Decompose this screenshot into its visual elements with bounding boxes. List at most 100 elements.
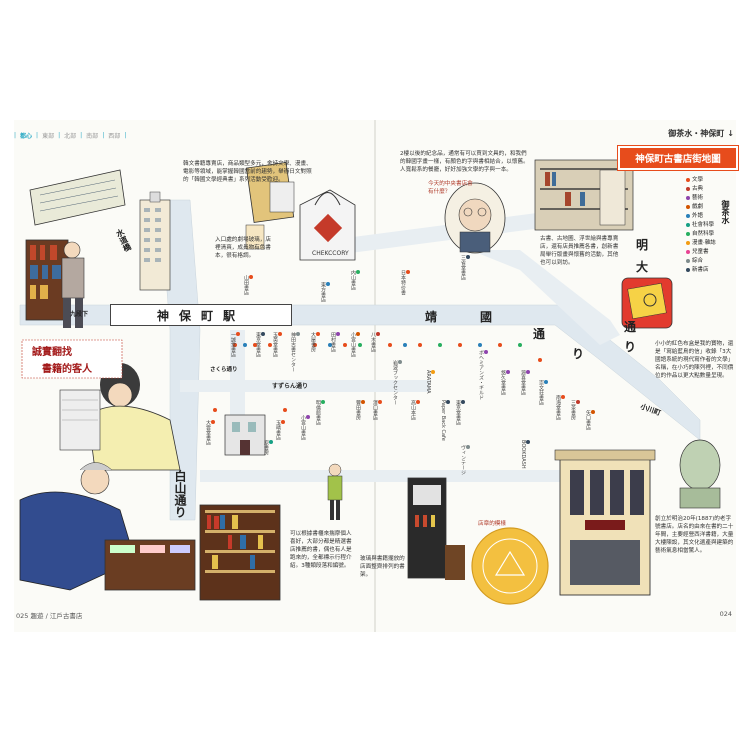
legend-dot-icon bbox=[686, 222, 690, 227]
street-ochanomizu: 御茶水 bbox=[721, 200, 730, 224]
shop-label[interactable]: ボヘミアンズ・ギルド bbox=[478, 350, 488, 400]
street-kudanshita: 九段下 bbox=[70, 311, 89, 318]
bookstand-illustration bbox=[29, 169, 126, 226]
building-tall-illustration bbox=[139, 191, 171, 291]
bookshelf-interior-illustration bbox=[199, 504, 281, 601]
shop-label[interactable]: 岩波ブックセンター bbox=[392, 360, 402, 405]
legend-dot-icon bbox=[686, 231, 690, 236]
shop-label[interactable]: 田村書店 bbox=[330, 332, 340, 352]
man-crouching-illustration bbox=[19, 462, 196, 591]
legend-dot-icon bbox=[686, 258, 690, 263]
street-yasukuni-1: 靖 bbox=[425, 310, 438, 324]
shop-label[interactable]: 山田書店 bbox=[243, 275, 253, 295]
shop-label[interactable]: ARATAMA bbox=[425, 370, 435, 394]
shop-label[interactable]: 一誠堂書店 bbox=[230, 332, 240, 357]
shop-label[interactable]: 矢口書店 bbox=[585, 410, 595, 430]
shop-label[interactable]: 高山本店 bbox=[410, 400, 420, 420]
note-entrance: 入口處的劇場玻璃，店裡清爽，成員物有色書本，很有格調。 bbox=[215, 237, 271, 259]
page-gutter bbox=[374, 120, 376, 632]
right-top-bookshelf-illustration bbox=[534, 159, 634, 231]
road-meidai bbox=[470, 250, 620, 345]
shop-label[interactable]: 豐田書房 bbox=[355, 400, 365, 420]
legend-item: 藝術 bbox=[686, 194, 716, 203]
shop-stamp-illustration bbox=[471, 527, 549, 605]
note-right-middle: 古書、古地圖、浮世繪與書專賣店，還有店員推薦各書，創新書局舉行版畫與懷舊的活動，… bbox=[540, 236, 619, 266]
street-meidai-3: 通 bbox=[624, 320, 637, 334]
jimbocho-station-label: 神保町駅 bbox=[110, 304, 292, 326]
shop-label[interactable]: 玉英堂書店 bbox=[272, 332, 282, 357]
legend-item: 社會科學 bbox=[686, 221, 716, 230]
shop-label[interactable]: 東京堂書店 bbox=[455, 400, 465, 425]
nav-item-west[interactable]: 西部 bbox=[108, 132, 121, 140]
shop-label[interactable]: 小宮山書店 bbox=[300, 415, 310, 440]
category-legend: 文學 古典 藝術 戲劇 外語 社會科學 自然科學 漫畫‧雜誌 兒童書 綜合 新書… bbox=[686, 176, 716, 275]
historic-bookstore-building-illustration bbox=[554, 449, 656, 596]
stamp-label: 店章的模樣 bbox=[478, 521, 506, 527]
small-shop-illustration bbox=[224, 414, 266, 456]
shop-label[interactable]: 大屋書房 bbox=[310, 332, 320, 352]
arrow-down-icon: ↓ bbox=[727, 129, 734, 138]
shop-label[interactable]: 悠久堂書店 bbox=[500, 370, 510, 395]
road-lower bbox=[200, 470, 560, 482]
svg-text:CHEKCCORY: CHEKCCORY bbox=[312, 250, 349, 257]
shop-label[interactable]: 源喜堂書店 bbox=[520, 370, 530, 395]
shop-label[interactable]: 玉晴書店 bbox=[275, 420, 285, 440]
standing-man-illustration bbox=[61, 241, 85, 328]
shop-label[interactable]: 三茶書房 bbox=[570, 400, 580, 420]
legend-dot-icon bbox=[686, 267, 690, 272]
street-meidai-4: り bbox=[624, 340, 637, 354]
legend-dot-icon bbox=[686, 177, 690, 182]
shop-label[interactable]: 神田古書センター bbox=[290, 332, 300, 372]
shop-label[interactable]: 日本特价書 bbox=[400, 270, 410, 295]
legend-dot-icon bbox=[686, 213, 690, 218]
shop-label[interactable]: 崇文荘書店 bbox=[538, 380, 548, 405]
bust-statue-illustration bbox=[679, 439, 721, 509]
chekccory-bag-illustration: CHEKCCORY bbox=[299, 189, 356, 261]
shop-label[interactable]: 東方書店 bbox=[320, 282, 330, 302]
headline-bubble bbox=[21, 339, 123, 379]
note-bottom-center: 玻璃與書籍擺放的店面整齊排列的書架。 bbox=[360, 556, 405, 578]
page-number-right: 024 bbox=[719, 610, 732, 618]
legend-dot-icon bbox=[686, 240, 690, 245]
shop-label[interactable]: 明倫館書店 bbox=[315, 400, 325, 425]
nav-item-east[interactable]: 東部 bbox=[42, 132, 55, 140]
legend-dots-green bbox=[358, 343, 522, 347]
legend-item: 古典 bbox=[686, 185, 716, 194]
legend-dot-icon bbox=[686, 186, 690, 191]
legend-item: 綜合 bbox=[686, 257, 716, 266]
books-stack-illustration bbox=[245, 162, 295, 250]
ring-box-illustration bbox=[621, 277, 673, 329]
shop-label[interactable]: 南海堂書店 bbox=[555, 395, 565, 420]
shop-label[interactable]: 内山書店 bbox=[350, 270, 360, 290]
note-top-left: 韓文書籍專賣店，商品類型多元，舍詩文學、漫畫、電影等領域，能掌握韓國當前的趨勢，… bbox=[183, 161, 312, 183]
shop-label[interactable]: 小宮山書店 bbox=[350, 332, 360, 357]
nav-item-south[interactable]: 南部 bbox=[86, 132, 99, 140]
shop-label[interactable]: 大雲堂書店 bbox=[205, 420, 215, 445]
legend-title: 神保町古書店街地圖 bbox=[618, 146, 738, 170]
nav-item-toshin[interactable]: 都心 bbox=[20, 132, 33, 140]
shop-label[interactable]: 三省堂書店 bbox=[460, 255, 470, 280]
street-yasukuni-2: 國 bbox=[480, 310, 493, 324]
shop-label[interactable]: BOOKDASH bbox=[520, 440, 530, 469]
nav-item-north[interactable]: 北部 bbox=[64, 132, 77, 140]
shop-label[interactable]: 原書房 bbox=[263, 440, 273, 455]
legend-item: 新書店 bbox=[686, 266, 716, 275]
shop-label[interactable]: 八木書店 bbox=[370, 332, 380, 352]
legend-dot-icon bbox=[686, 195, 690, 200]
legend-item: 兒童書 bbox=[686, 248, 716, 257]
legend-item: 文學 bbox=[686, 176, 716, 185]
note-bottom-right: 創立於明治20年(1887)的老字號書店。店名的由來在書的二十年間，主要經營西洋… bbox=[655, 516, 734, 554]
walking-girl-illustration bbox=[327, 463, 343, 520]
woman-reading-illustration bbox=[59, 363, 181, 471]
left-bookcase-illustration bbox=[25, 239, 69, 321]
shop-label[interactable]: 澤口書店 bbox=[372, 400, 382, 420]
section-nav: | 都心 | 東部 | 北部 | 南部 | 西部 | bbox=[14, 131, 127, 140]
note-shelf-left: 可以根據書櫃來揣摩個人喜好，大部分都是精選書店推薦的書，偶也有人是跑來的，全都標… bbox=[290, 531, 352, 569]
shop-label[interactable]: Paper Back Cafe bbox=[440, 400, 450, 441]
legend-item: 自然科學 bbox=[686, 230, 716, 239]
shop-label[interactable]: ヴィンテージ bbox=[460, 445, 470, 475]
shop-label[interactable]: 東京堂書店 bbox=[255, 332, 265, 357]
legend-dot-icon bbox=[686, 249, 690, 254]
legend-dot-icon bbox=[686, 204, 690, 209]
